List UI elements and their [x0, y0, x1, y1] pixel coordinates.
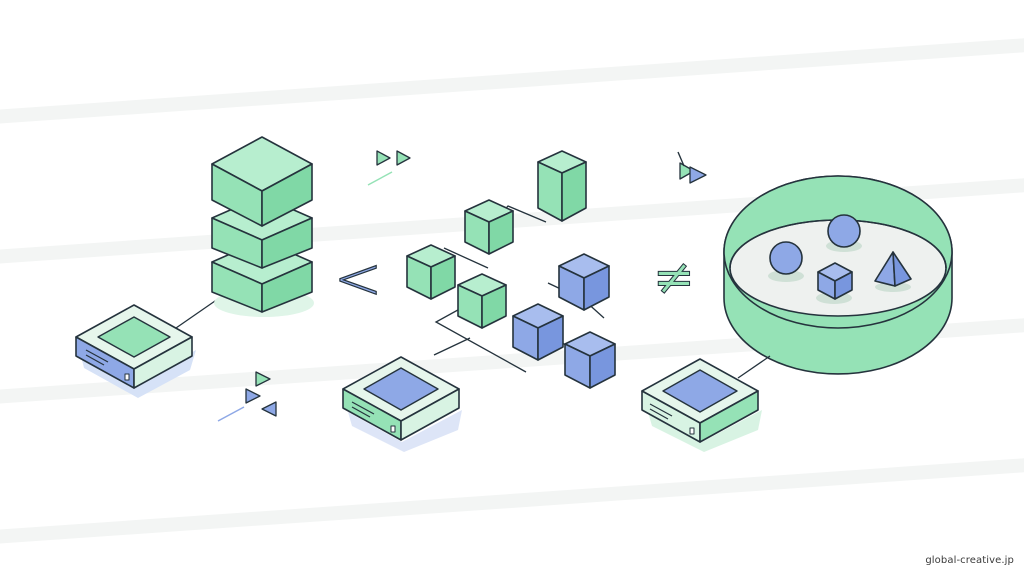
small-cube-in-ring [817, 262, 853, 300]
less-than-symbol: < [334, 244, 383, 312]
small-triangles-left [217, 371, 277, 422]
cube-green-c [457, 273, 507, 329]
ring-contents [768, 214, 912, 304]
sphere-right [827, 214, 861, 248]
cube-tall [537, 150, 587, 222]
cube-green-b [406, 244, 456, 300]
device-left [75, 304, 196, 398]
cube-green-a [464, 199, 514, 255]
credit-text: global-creative.jp [925, 555, 1014, 566]
device-center-vents [351, 401, 375, 418]
cube-blue-a [558, 253, 610, 311]
small-triangles-right [677, 151, 707, 184]
device-right [641, 358, 762, 452]
device-left-vents [85, 349, 109, 366]
device-right-vents [649, 403, 673, 420]
connector-right [737, 355, 771, 379]
stacked-cubes [211, 136, 314, 317]
cube-stack-top [211, 136, 313, 227]
cube-blue-b [512, 303, 564, 361]
sphere-left [769, 241, 803, 275]
cube-blue-c [564, 331, 616, 389]
device-center [342, 356, 462, 452]
small-triangles-top [367, 150, 411, 186]
pyramid-in-ring [874, 251, 912, 287]
not-equal-symbol: ≠ [653, 248, 695, 306]
